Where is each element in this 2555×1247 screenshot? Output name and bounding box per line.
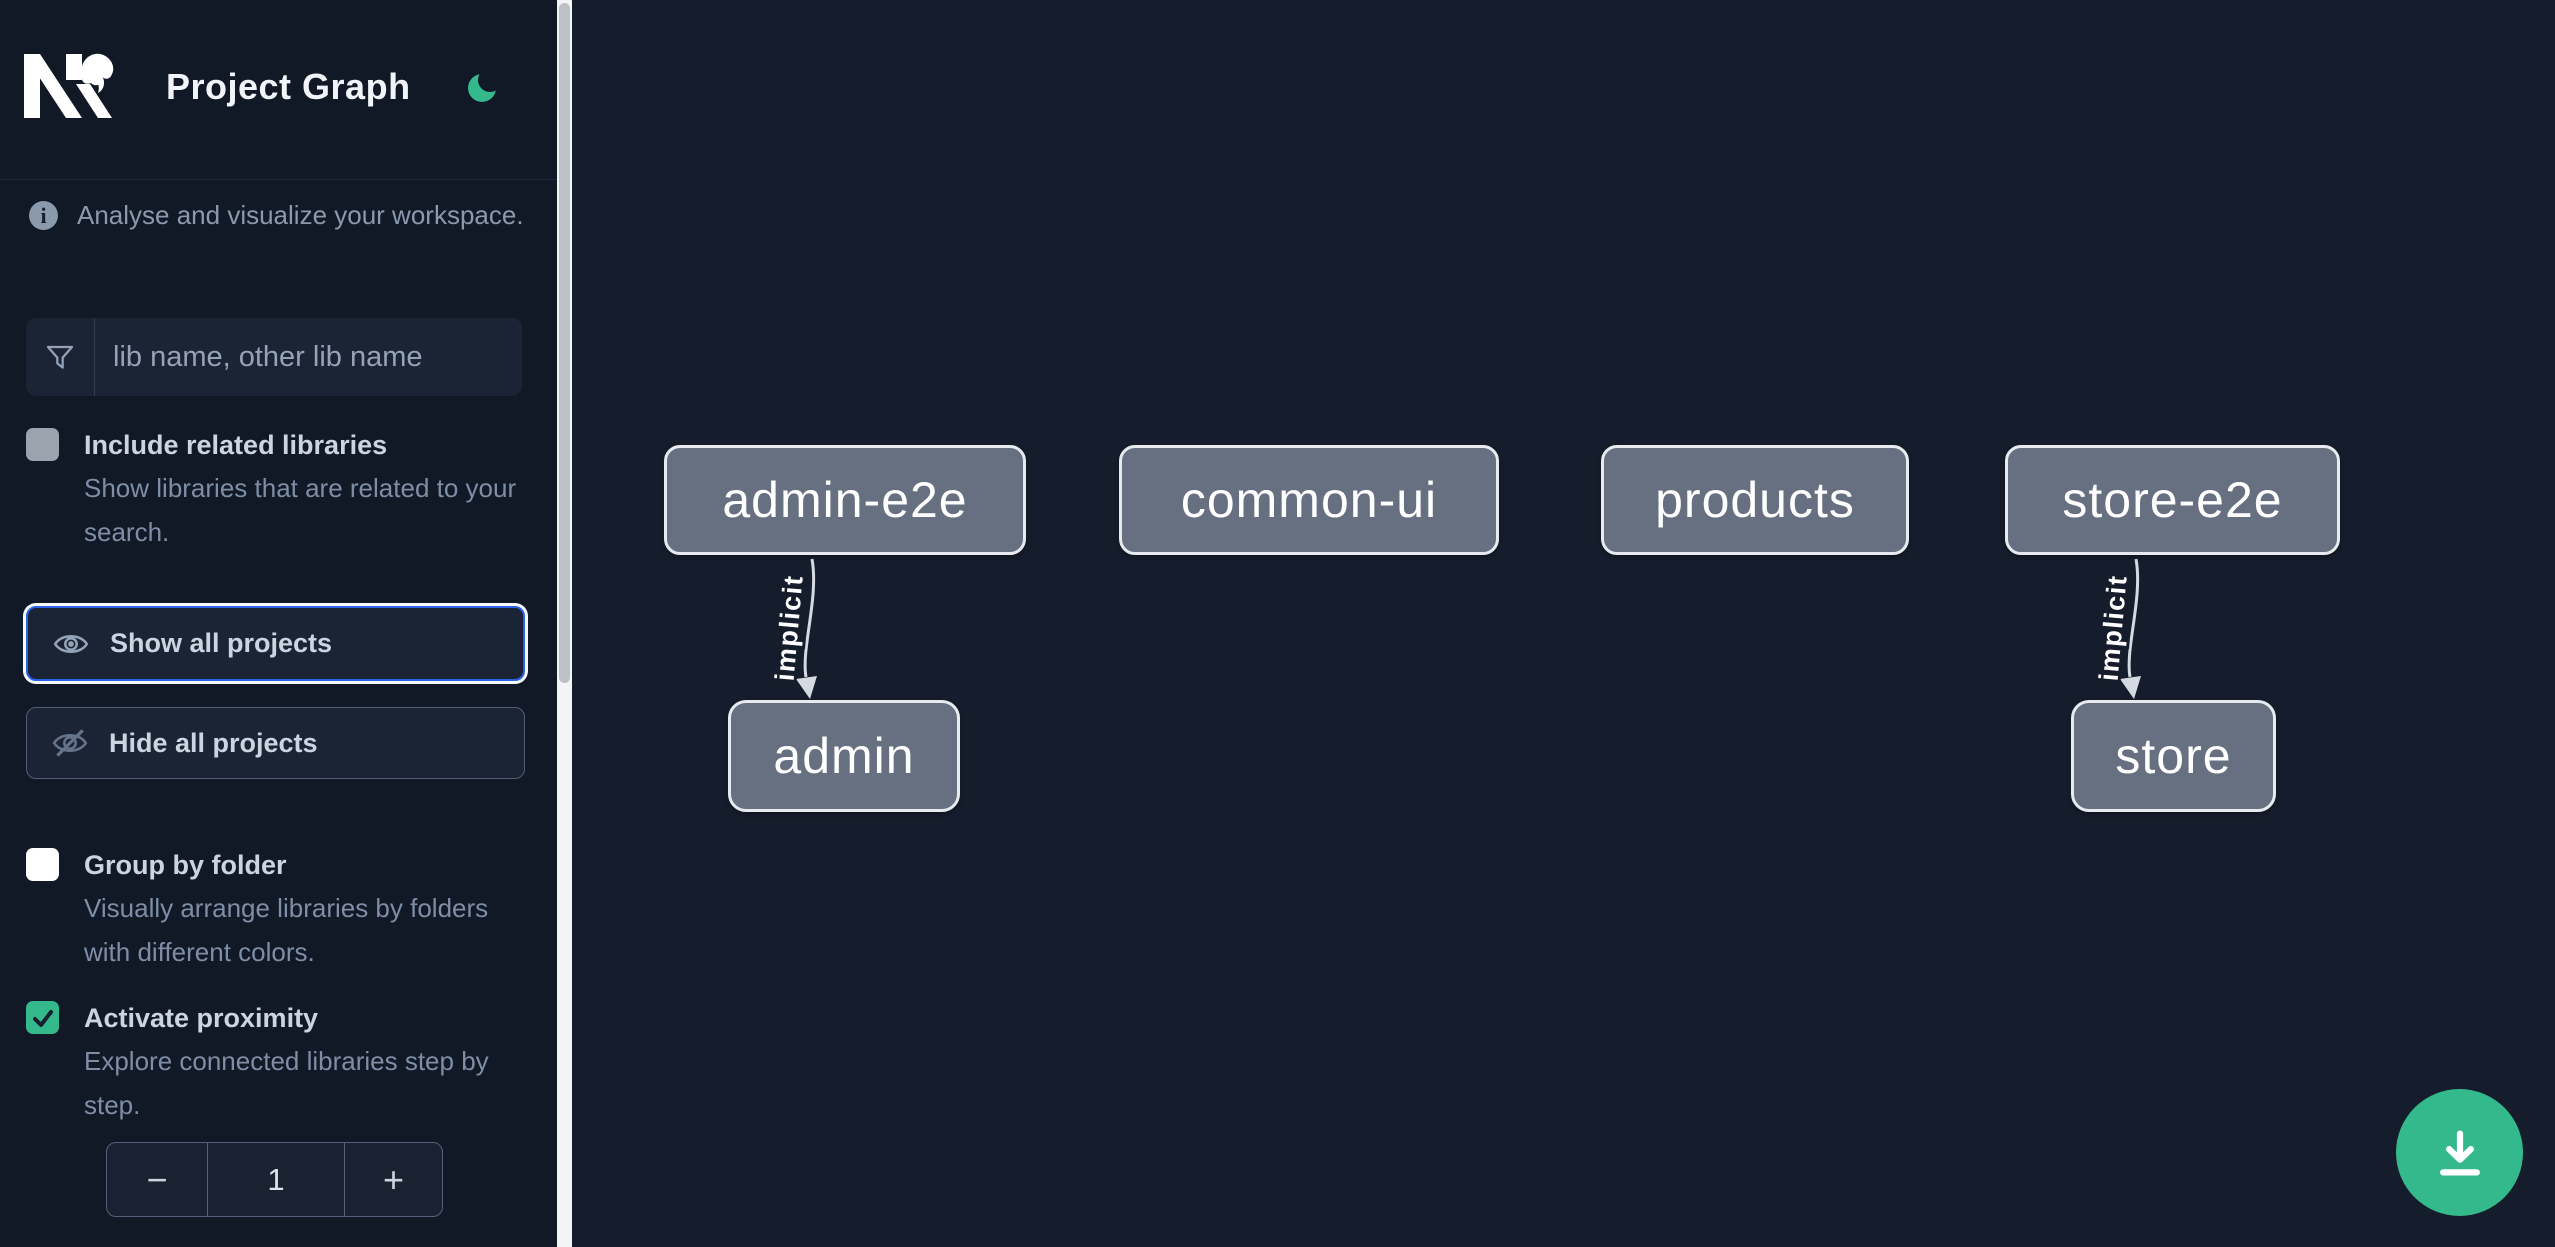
library-filter-box: [26, 318, 522, 396]
project-graph-canvas[interactable]: implicit implicit admin-e2e common-ui pr…: [572, 0, 2555, 1247]
increment-button[interactable]: +: [345, 1143, 442, 1216]
edge-arrowhead: [2120, 676, 2141, 699]
group-by-folder-checkbox[interactable]: [26, 848, 59, 881]
activate-proximity-description: Explore connected libraries step by step…: [84, 1046, 489, 1120]
page-title: Project Graph: [166, 66, 411, 107]
edge-arrowhead: [796, 676, 817, 699]
graph-node-common-ui[interactable]: common-ui: [1119, 445, 1499, 555]
graph-edges: implicit implicit: [767, 558, 2141, 699]
activate-proximity-label: Activate proximity: [84, 1003, 319, 1033]
graph-node-products[interactable]: products: [1601, 445, 1909, 555]
proximity-depth-value[interactable]: 1: [207, 1143, 345, 1216]
show-all-projects-button[interactable]: Show all projects: [26, 606, 525, 681]
group-by-folder-description: Visually arrange libraries by folders wi…: [84, 893, 489, 967]
node-label: products: [1655, 472, 1855, 528]
download-image-button[interactable]: [2396, 1089, 2523, 1216]
hide-all-projects-label: Hide all projects: [109, 727, 318, 758]
node-label: admin: [773, 728, 915, 784]
intro-text: Analyse and visualize your workspace.: [77, 200, 524, 230]
node-label: common-ui: [1180, 472, 1438, 528]
theme-toggle-button[interactable]: [464, 68, 502, 106]
include-related-label: Include related libraries: [84, 430, 388, 460]
filter-funnel-icon: [26, 318, 95, 396]
edge-admin-e2e-admin: implicit: [767, 558, 817, 699]
hide-all-projects-button[interactable]: Hide all projects: [26, 707, 525, 779]
edge-line: [803, 558, 816, 678]
eye-icon: [53, 634, 89, 653]
check-icon: [32, 1009, 53, 1027]
option-activate-proximity: Activate proximity Explore connected lib…: [26, 999, 526, 1127]
option-group-by-folder: Group by folder Visually arrange librari…: [26, 846, 526, 974]
include-related-checkbox[interactable]: [26, 428, 59, 461]
moon-icon: [468, 68, 502, 102]
node-label: store: [2115, 728, 2232, 784]
nx-logo-icon: [24, 53, 114, 118]
graph-node-admin[interactable]: admin: [728, 700, 960, 812]
sidebar: Project Graph i Analyse and visualize yo…: [0, 0, 557, 1247]
workspace-intro: i Analyse and visualize your workspace.: [29, 200, 524, 231]
sidebar-scrollbar-thumb[interactable]: [559, 3, 570, 683]
graph-node-store-e2e[interactable]: store-e2e: [2005, 445, 2340, 555]
activate-proximity-checkbox[interactable]: [26, 1001, 59, 1034]
filter-input[interactable]: [95, 318, 522, 396]
download-icon: [2439, 1130, 2480, 1175]
option-include-related: Include related libraries Show libraries…: [26, 426, 526, 554]
node-label: store-e2e: [2062, 472, 2283, 528]
sidebar-scrollbar-track: [557, 0, 572, 1247]
edge-label-implicit: implicit: [770, 573, 809, 682]
edge-store-e2e-store: implicit: [2091, 558, 2141, 699]
graph-node-admin-e2e[interactable]: admin-e2e: [664, 445, 1026, 555]
eye-slash-icon: [52, 729, 88, 757]
decrement-button[interactable]: −: [107, 1143, 207, 1216]
proximity-depth-stepper: − 1 +: [106, 1142, 443, 1217]
edge-label-implicit: implicit: [2094, 573, 2133, 682]
edge-line: [2127, 558, 2140, 678]
node-label: admin-e2e: [722, 472, 968, 528]
graph-node-store[interactable]: store: [2071, 700, 2276, 812]
group-by-folder-label: Group by folder: [84, 850, 287, 880]
info-icon: i: [29, 201, 58, 230]
show-all-projects-label: Show all projects: [110, 628, 333, 658]
include-related-description: Show libraries that are related to your …: [84, 473, 517, 547]
sidebar-header: Project Graph: [0, 0, 557, 180]
